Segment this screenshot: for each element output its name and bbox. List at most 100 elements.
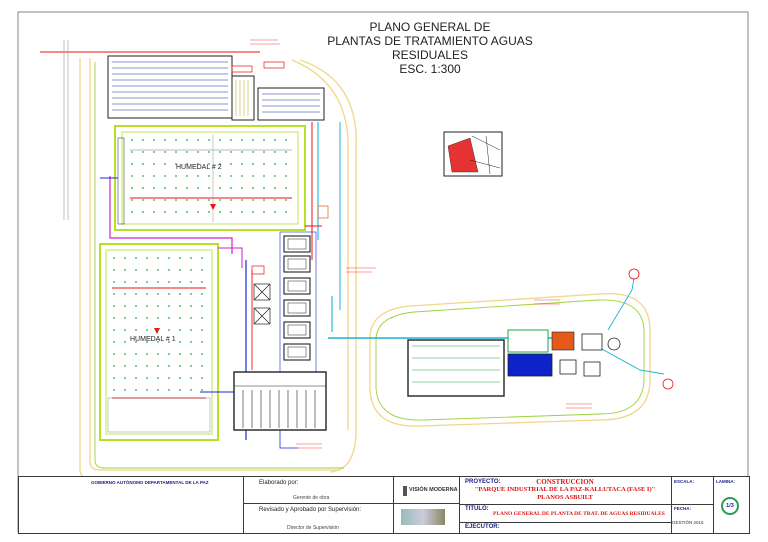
plant-dot [113,257,115,259]
project-label: PROYECTO: [465,479,501,485]
gestion-value: GESTIÓN 2015 [672,520,704,525]
plant-dot [153,199,155,201]
plant-dot [142,163,144,165]
plant-dot [135,293,137,295]
plant-dot [164,211,166,213]
plant-dot [241,199,243,201]
plant-dot [190,257,192,259]
plant-dot [175,187,177,189]
plant-dot [241,139,243,141]
plant-dot [230,211,232,213]
plant-dot [190,269,192,271]
plant-dot [252,151,254,153]
plant-dot [197,151,199,153]
plant-dot [175,175,177,177]
plant-dot [113,317,115,319]
plant-dot [146,269,148,271]
plant-dot [190,365,192,367]
plant-dot [168,257,170,259]
plant-dot [146,377,148,379]
plant-dot [175,199,177,201]
plant-dot [219,199,221,201]
plant-dot [157,257,159,259]
plant-dot [197,175,199,177]
plant-dot [179,269,181,271]
entity-name: GOBIERNO AUTÓNOMO DEPARTAMENTAL DE LA PA… [91,480,209,485]
sedimentation-tank-right [257,87,325,121]
titulo-label: TITULO: [465,506,489,512]
plant-dot [164,187,166,189]
plant-dot [135,377,137,379]
plant-dot [142,199,144,201]
plant-dot [285,139,287,141]
plant-dot [190,317,192,319]
plant-dot [201,317,203,319]
plant-dot [219,151,221,153]
company-logo-mark [403,486,407,496]
plant-dot [113,341,115,343]
plant-dot [124,305,126,307]
plant-dot [263,199,265,201]
titulo-value: PLANO GENERAL DE PLANTA DE TRAT. DE AGUA… [493,511,665,517]
plant-dot [142,175,144,177]
plant-dot [208,139,210,141]
plant-dot [241,175,243,177]
plant-dot [190,389,192,391]
plant-dot [274,151,276,153]
plant-dot [274,199,276,201]
plant-dot [124,281,126,283]
plant-dot [168,389,170,391]
reviewed-label: Revisado y Aprobado por Supervisión: [259,507,362,513]
plant-dot [179,341,181,343]
plant-dot [153,139,155,141]
plant-dot [131,211,133,213]
plant-dot [146,257,148,259]
plant-dot [252,211,254,213]
plant-dot [153,211,155,213]
green-perimeter [94,62,645,469]
markers [628,268,674,390]
plant-dot [201,305,203,307]
title-block: GOBIERNO AUTÓNOMO DEPARTAMENTAL DE LA PA… [18,476,750,534]
plant-dot [142,187,144,189]
project-line-2: "PARQUE INDUSTRIAL DE LA PAZ-KALLUTACA (… [474,486,656,493]
plant-dot [113,329,115,331]
plant-dot [201,377,203,379]
plant-dot [175,151,177,153]
plant-dot [135,365,137,367]
plant-dot [146,365,148,367]
plant-dot [157,305,159,307]
plant-dot [208,211,210,213]
plant-dot [285,163,287,165]
project-line-3: PLANOS ASBUILT [537,494,593,501]
plant-dot [230,187,232,189]
plant-dot [201,341,203,343]
plant-dot [179,389,181,391]
plant-dot [252,175,254,177]
screening-units [251,205,329,325]
plant-dot [263,175,265,177]
scale-date-cell: ESCALA: FECHA: GESTIÓN 2015 [671,477,714,533]
plant-dot [201,353,203,355]
plant-dot [131,139,133,141]
plant-dot [168,329,170,331]
plant-dot [190,329,192,331]
plant-dot [274,187,276,189]
plant-dot [157,341,159,343]
plant-dot [274,175,276,177]
plant-dot [201,389,203,391]
plant-dot [179,365,181,367]
plant-dot [157,389,159,391]
wetland-2-plants [131,139,287,213]
plant-dot [197,163,199,165]
plant-dot [157,329,159,331]
red-box [231,65,253,73]
plant-dot [135,257,137,259]
plant-dot [146,305,148,307]
title-line-2: PLANTAS DE TRATAMIENTO AGUAS [327,34,533,48]
plant-dot [252,187,254,189]
lamina-label: LAMINA: [716,479,735,484]
plant-dot [124,317,126,319]
plant-dot [168,269,170,271]
